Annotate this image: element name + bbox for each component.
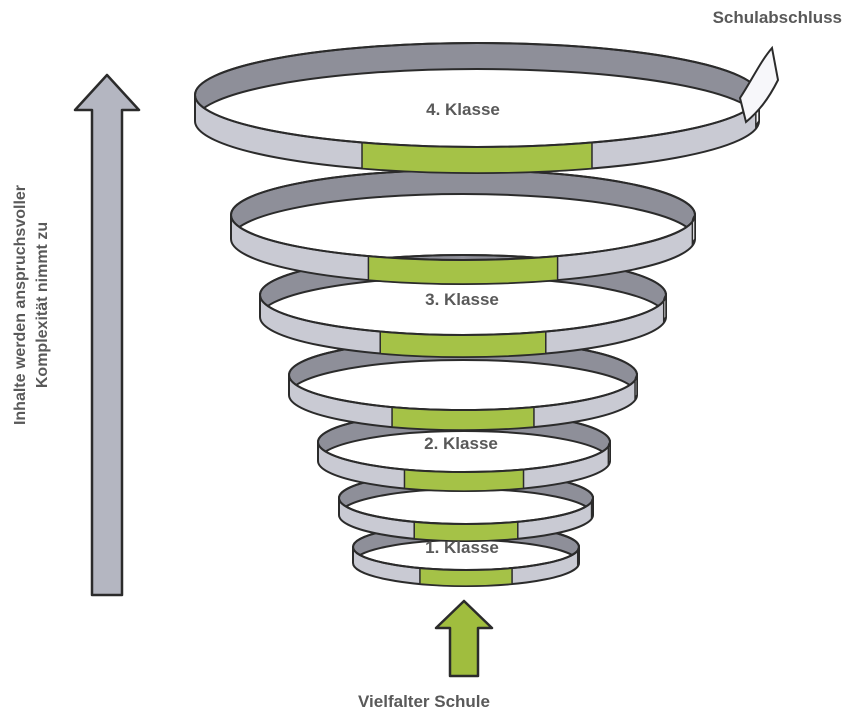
grade-4-label: 4. Klasse: [426, 100, 500, 119]
complexity-arrow: [73, 73, 141, 597]
complexity-caption-line-2: Komplexität nimmt zu: [34, 221, 51, 389]
spiral-ring: [230, 169, 696, 285]
school-entry-arrow: [434, 599, 494, 678]
spiral-ribbon-end: [738, 45, 780, 124]
graduation-label: Schulabschluss: [712, 8, 842, 27]
complexity-caption-line-1: Inhalte werden anspruchsvoller: [12, 184, 29, 426]
grade-3-label: 3. Klasse: [425, 290, 499, 309]
grade-1-label: 1. Klasse: [425, 538, 499, 557]
school-label: Vielfalter Schule: [358, 692, 490, 711]
grade-2-label: 2. Klasse: [424, 434, 498, 453]
spiral-rings: [194, 42, 780, 587]
